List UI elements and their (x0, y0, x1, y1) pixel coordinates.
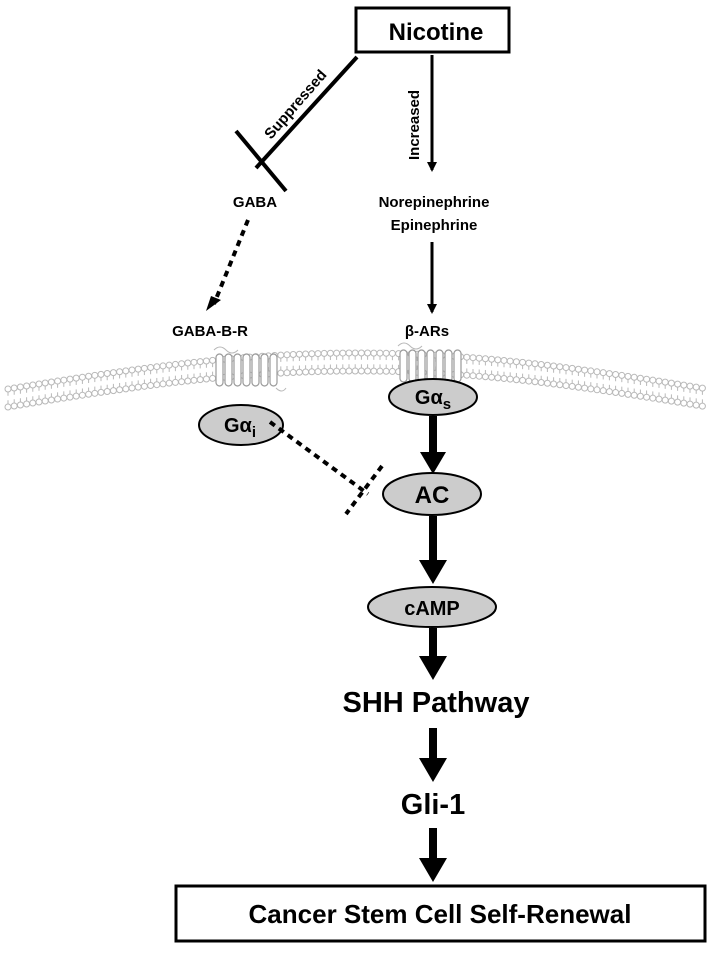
increased-label: Increased (406, 90, 423, 160)
suppressed-bar (234, 129, 288, 193)
output-box (174, 884, 707, 943)
camp-label: cAMP (404, 598, 460, 620)
norepinephrine-label: Norepinephrine (379, 194, 490, 211)
camp-to-shh-head (419, 656, 447, 680)
g-alpha-s-oval (388, 378, 478, 416)
gaba-b-r-label: GABA-B-R (172, 323, 248, 340)
suppressed-label: Suppressed (261, 67, 330, 143)
gli1-label: Gli-1 (401, 789, 465, 821)
g-alpha-i-oval (198, 404, 284, 446)
gaba-label: GABA (233, 194, 277, 211)
nicotine-label: Nicotine (389, 19, 484, 46)
gaba-arrowhead (206, 296, 221, 311)
ac-label: AC (415, 482, 450, 509)
nicotine-box (354, 6, 511, 54)
beta-ar-receptor-icon (397, 342, 462, 383)
suppressed-line (254, 55, 359, 170)
ac-oval (382, 472, 482, 516)
gaba-b-receptor-icon (213, 346, 287, 392)
camp-oval (367, 586, 497, 628)
ac-to-camp-head (419, 560, 447, 584)
epinephrine-label: Epinephrine (391, 217, 478, 234)
gas-to-ac-head (420, 452, 446, 474)
gai-inhibition-bar (344, 464, 384, 516)
shh-to-gli1-head (419, 758, 447, 782)
cell-membrane (4, 349, 706, 411)
output-label: Cancer Stem Cell Self-Renewal (249, 899, 632, 929)
shh-pathway-label: SHH Pathway (343, 687, 530, 719)
gaba-to-receptor-arrow (212, 219, 250, 305)
g-alpha-s-label: Gαs (415, 387, 451, 413)
gli1-to-output-head (419, 858, 447, 882)
gai-inhibition-line (268, 420, 370, 496)
beta-ars-label: β-ARs (405, 323, 449, 340)
g-alpha-i-label: Gαi (224, 415, 256, 441)
